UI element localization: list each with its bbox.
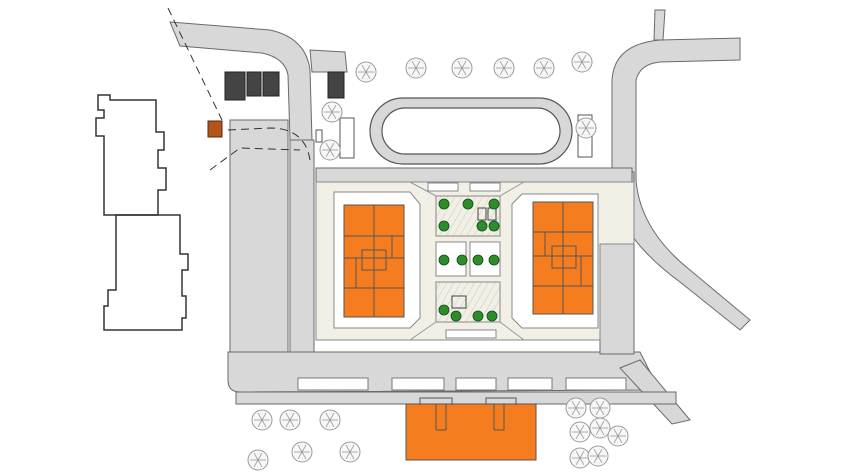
parking-strip-west xyxy=(229,119,289,353)
dashed-boundary-diagonal xyxy=(167,7,223,121)
existing-building-south xyxy=(103,214,189,331)
ornamental-tree xyxy=(405,57,427,79)
dashed-boundary-curve-1 xyxy=(227,127,311,161)
bench-north-1 xyxy=(477,207,487,221)
green-tree xyxy=(450,310,462,322)
ornamental-tree xyxy=(587,445,609,467)
parking-bay-2 xyxy=(391,377,445,391)
drive-west xyxy=(289,139,315,366)
plaza-path-se xyxy=(499,321,525,341)
dashed-boundaries xyxy=(167,7,311,171)
new-building-east xyxy=(532,201,594,315)
building-west-internal-lines xyxy=(344,205,404,317)
ornamental-tree xyxy=(569,421,591,443)
green-trees xyxy=(438,198,500,322)
playground-south xyxy=(451,295,467,309)
parking-bays-south xyxy=(297,377,627,391)
new-building-west xyxy=(343,204,405,318)
green-tree xyxy=(438,304,450,316)
green-tree xyxy=(488,220,500,232)
ornamental-tree xyxy=(589,397,611,419)
court-west xyxy=(339,117,355,159)
dark-building-3 xyxy=(262,71,280,97)
sidewalk-south xyxy=(235,391,677,405)
road-network xyxy=(169,9,751,425)
ornamental-tree xyxy=(607,425,629,447)
parking-bay-5 xyxy=(565,377,627,391)
green-tree xyxy=(488,198,500,210)
parking-bay-4 xyxy=(507,377,553,391)
ornamental-tree xyxy=(493,57,515,79)
hedge-strip-2 xyxy=(469,182,501,192)
plaza-path-ne xyxy=(499,181,525,197)
ornamental-tree xyxy=(571,51,593,73)
road-north-east xyxy=(611,37,751,331)
green-tree xyxy=(488,254,500,266)
ornamental-tree xyxy=(251,409,273,431)
ornamental-tree xyxy=(291,441,313,463)
ornamental-tree xyxy=(355,61,377,83)
green-tree xyxy=(476,220,488,232)
ornamental-tree xyxy=(533,57,555,79)
green-tree xyxy=(438,220,450,232)
parking-bay-1 xyxy=(297,377,369,391)
ornamental-tree xyxy=(451,57,473,79)
ornamental-tree xyxy=(565,397,587,419)
green-tree xyxy=(472,254,484,266)
road-north-east-spur xyxy=(653,9,666,41)
ornamental-tree xyxy=(575,117,597,139)
hedge-strips xyxy=(427,182,501,339)
dark-building-1 xyxy=(224,71,246,101)
drive-east xyxy=(599,243,635,355)
ornamental-tree xyxy=(589,417,611,439)
green-tree xyxy=(456,254,468,266)
plaza-path-nw xyxy=(409,181,437,197)
building-east-internal-lines xyxy=(533,202,593,314)
drive-north xyxy=(315,167,633,183)
ornamental-tree xyxy=(279,409,301,431)
plaza-paths xyxy=(409,181,525,341)
ornamental-tree xyxy=(339,441,361,463)
ornamental-tree xyxy=(569,447,591,469)
ornamental-tree xyxy=(319,409,341,431)
running-track xyxy=(369,97,573,165)
ornamental-tree xyxy=(319,139,341,161)
hedge-strip-3 xyxy=(445,329,497,339)
existing-building-outlines xyxy=(95,94,189,331)
building-south-body xyxy=(405,403,537,461)
track-inner xyxy=(381,107,561,155)
ornamental-tree xyxy=(247,449,269,471)
dark-building-4 xyxy=(327,71,345,99)
plaza-path-sw xyxy=(409,321,437,341)
existing-building-north xyxy=(95,94,167,216)
green-tree xyxy=(438,198,450,210)
road-north-spur xyxy=(309,49,348,73)
small-kiosk-west xyxy=(315,129,323,143)
building-south-internal-lines xyxy=(419,397,517,431)
green-tree xyxy=(472,310,484,322)
green-tree xyxy=(462,198,474,210)
small-orange-structure xyxy=(207,120,223,138)
parking-bay-3 xyxy=(455,377,497,391)
green-tree xyxy=(486,310,498,322)
new-building-south xyxy=(405,397,537,461)
green-tree xyxy=(438,254,450,266)
ornamental-tree xyxy=(321,101,343,123)
courtyard-furniture xyxy=(451,207,497,309)
dark-building-2 xyxy=(246,71,262,97)
ornamental-trees xyxy=(247,51,629,471)
existing-dark-buildings xyxy=(224,71,345,101)
hedge-strip-1 xyxy=(427,182,459,192)
